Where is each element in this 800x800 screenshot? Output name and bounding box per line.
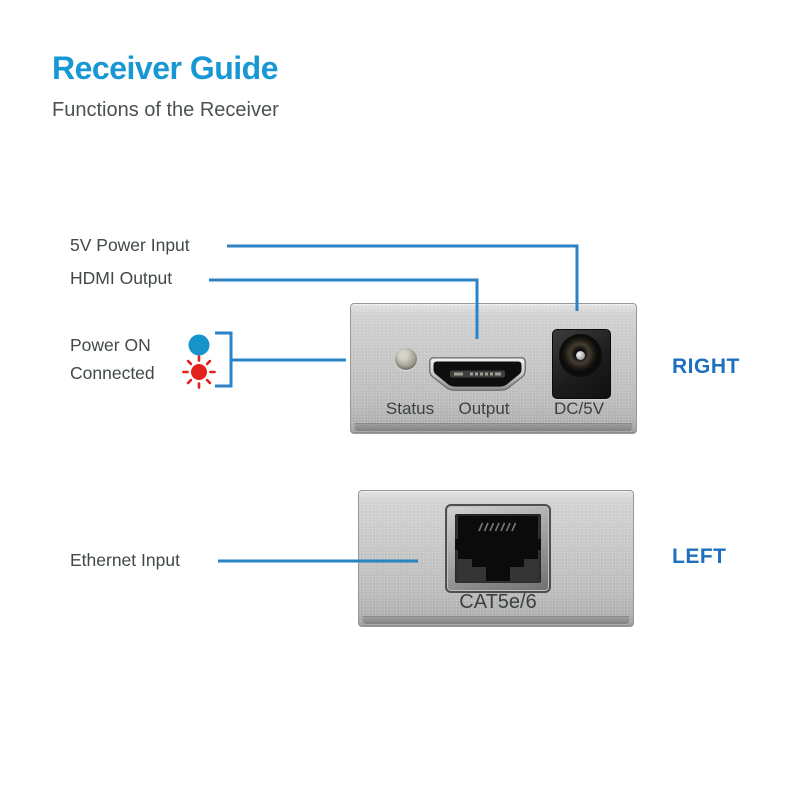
callout-5v-power-input: 5V Power Input [70, 235, 190, 255]
callout-hdmi-output: HDMI Output [70, 268, 173, 288]
callout-ethernet-input: Ethernet Input [70, 550, 180, 570]
rj45-ethernet-port [445, 504, 551, 593]
receiver-right-panel: Status Output DC/5V [350, 303, 637, 434]
page-subtitle: Functions of the Receiver [52, 99, 279, 121]
connected-led-icon [182, 355, 216, 389]
line-5v-power-input [227, 244, 579, 311]
status-led [395, 348, 417, 370]
rj45-cavity [455, 514, 541, 583]
dc-center-pin [576, 351, 585, 360]
engraving-dc-5v: DC/5V [553, 399, 605, 418]
engraving-cat5e-6: CAT5e/6 [459, 591, 537, 613]
dc-barrel [559, 334, 602, 377]
callout-connected: Connected [70, 363, 155, 383]
dc-power-jack [552, 329, 611, 399]
engraving-status: Status [385, 399, 435, 418]
side-label-left: LEFT [672, 545, 727, 568]
receiver-left-panel: CAT5e/6 [358, 490, 634, 627]
page-title: Receiver Guide [52, 50, 279, 86]
hdmi-port [429, 357, 526, 391]
led-legend-bracket [215, 331, 233, 388]
side-label-right: RIGHT [672, 355, 740, 378]
callout-power-on: Power ON [70, 335, 151, 355]
power-on-led-icon [188, 334, 210, 356]
engraving-output: Output [458, 399, 510, 418]
